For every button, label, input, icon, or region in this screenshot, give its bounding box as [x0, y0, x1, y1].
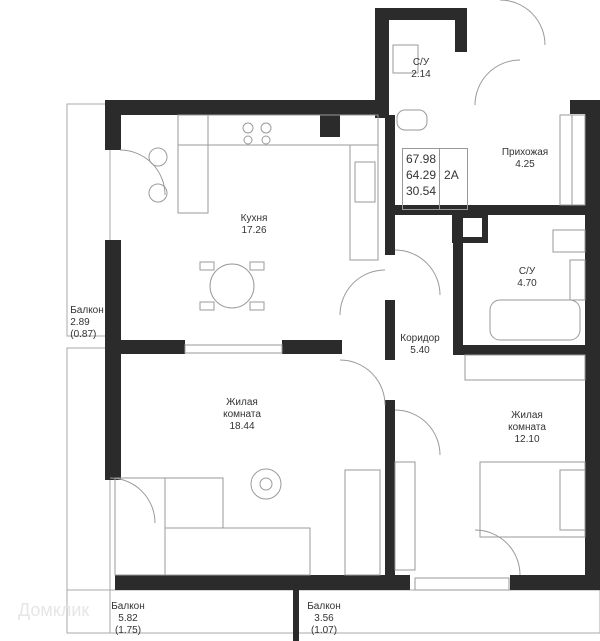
living-area: 30.54	[406, 184, 437, 198]
total-area: 67.98	[406, 152, 437, 166]
living-area-total: 64.29	[406, 168, 437, 182]
watermark: Домклик	[18, 600, 90, 620]
balconies	[66, 103, 600, 634]
apartment-info-box: 67.98 64.29 30.54 2А	[402, 148, 468, 210]
walls	[105, 8, 600, 641]
furniture	[109, 0, 586, 591]
apartment-type: 2А	[444, 168, 459, 182]
